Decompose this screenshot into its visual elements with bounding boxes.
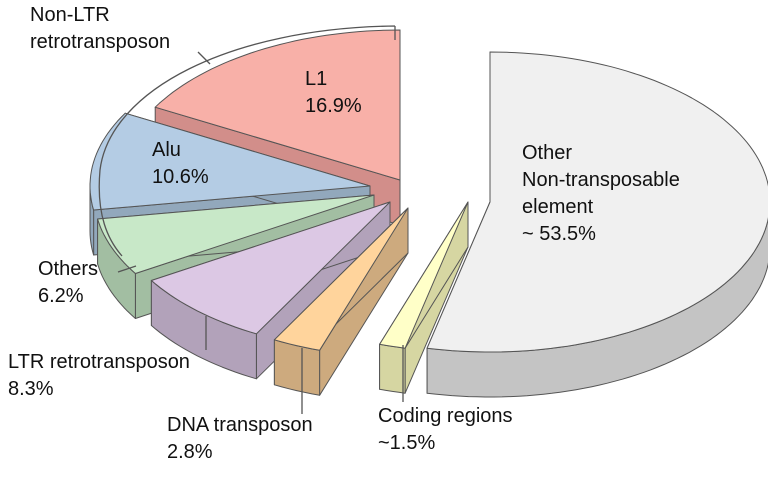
label-line: ~ 53.5% (522, 223, 596, 245)
label-line: 6.2% (38, 285, 84, 307)
label-line: L1 (305, 68, 328, 90)
label-others: Others 6.2% (38, 256, 98, 310)
group-bracket (98, 25, 396, 257)
label-line: element (522, 196, 594, 218)
slice-outer-wall (379, 343, 406, 394)
label-other: Other Non-transposable element ~ 53.5% (522, 140, 680, 248)
label-non-ltr: Non-LTR retrotransposon (30, 2, 170, 56)
label-coding: Coding regions ~1.5% (378, 403, 513, 457)
label-line: Non-transposable (522, 169, 680, 191)
slice-top-face (97, 194, 375, 274)
leader-group (197, 51, 211, 65)
label-line: LTR retrotransposon (8, 351, 190, 373)
slice-dna-transposon (273, 207, 409, 396)
label-line: Non-LTR (30, 4, 110, 26)
slice-top-face (89, 112, 371, 211)
label-line: DNA transposon (167, 414, 313, 436)
leader-others (117, 265, 137, 273)
label-l1: L1 16.9% (305, 66, 362, 120)
label-line: 2.8% (167, 441, 213, 463)
slice-top-face (150, 201, 391, 335)
label-line: 16.9% (305, 95, 362, 117)
slice-top-face (426, 51, 768, 353)
label-line: Coding regions (378, 405, 513, 427)
label-line: 8.3% (8, 378, 54, 400)
label-line: Others (38, 258, 99, 280)
slice-top-face (379, 201, 469, 349)
label-line: retrotransposon (30, 31, 171, 53)
label-ltr: LTR retrotransposon 8.3% (8, 349, 190, 403)
slice-other-non-transposable-element (426, 51, 768, 398)
slice-top-face (154, 29, 401, 181)
label-line: Alu (152, 139, 181, 161)
slice-coding-regions (379, 201, 469, 394)
label-line: ~1.5% (378, 432, 436, 454)
label-alu: Alu 10.6% (152, 137, 209, 191)
label-line: Other (522, 142, 573, 164)
label-line: 10.6% (152, 166, 209, 188)
slice-top-face (273, 207, 409, 351)
label-dna: DNA transposon 2.8% (167, 412, 313, 466)
